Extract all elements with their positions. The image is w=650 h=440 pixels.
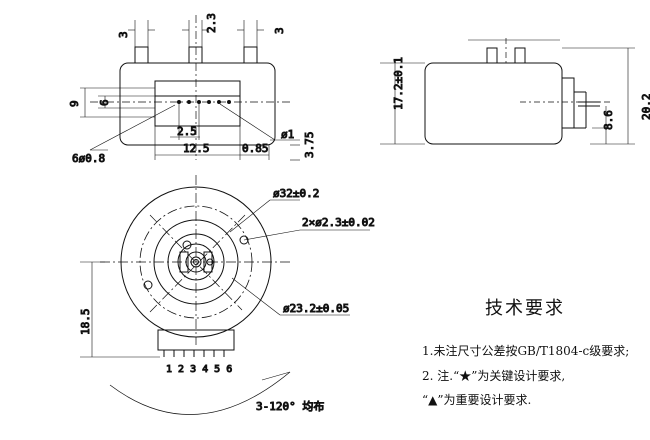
dim-top-pin-left: 3 [117,31,130,38]
dim-w12-5: 12.5 [183,142,210,155]
note-line-3: “▲”为重要设计要求. [422,393,532,407]
dim-d23-2: ø23.2±0.05 [283,302,349,315]
front-view [80,15,300,161]
pin-numbers: 1 2 3 4 5 6 [166,364,232,375]
dim-d1: ø1 [281,128,294,141]
dim-h18-5: 18.5 [79,309,92,336]
dim-h17-2: 17.2±0.1 [392,57,405,110]
dim-v3-75: 3.75 [303,132,316,159]
dim-h20-2: 20.2 [640,94,650,121]
dim-pitch-2-5: 2.5 [177,125,197,138]
dim-top-pin-mid: 2.3 [205,13,218,33]
dim-d32: ø32±0.2 [273,187,319,200]
dim-h9: 9 [68,100,81,107]
dim-top-pin-right: 3 [273,27,286,34]
note-line-1: 1.未注尺寸公差按GB/T1804-c级要求; [422,344,630,358]
side-view [380,38,635,145]
dim-h6: 6 [98,99,111,106]
note-line-2: 2. 注.“★”为关键设计要求, [422,369,566,383]
dim-2-holes: 2×ø2.3±0.02 [302,216,375,229]
dim-angle: 3-120° 均布 [256,400,324,413]
dim-h8-6: 8.6 [602,110,615,130]
notes-title: 技术要求 [485,298,565,319]
dim-6-holes: 6ø0.8 [72,152,105,165]
circular-view [80,175,370,415]
dim-w0-85: 0.85 [242,142,269,155]
